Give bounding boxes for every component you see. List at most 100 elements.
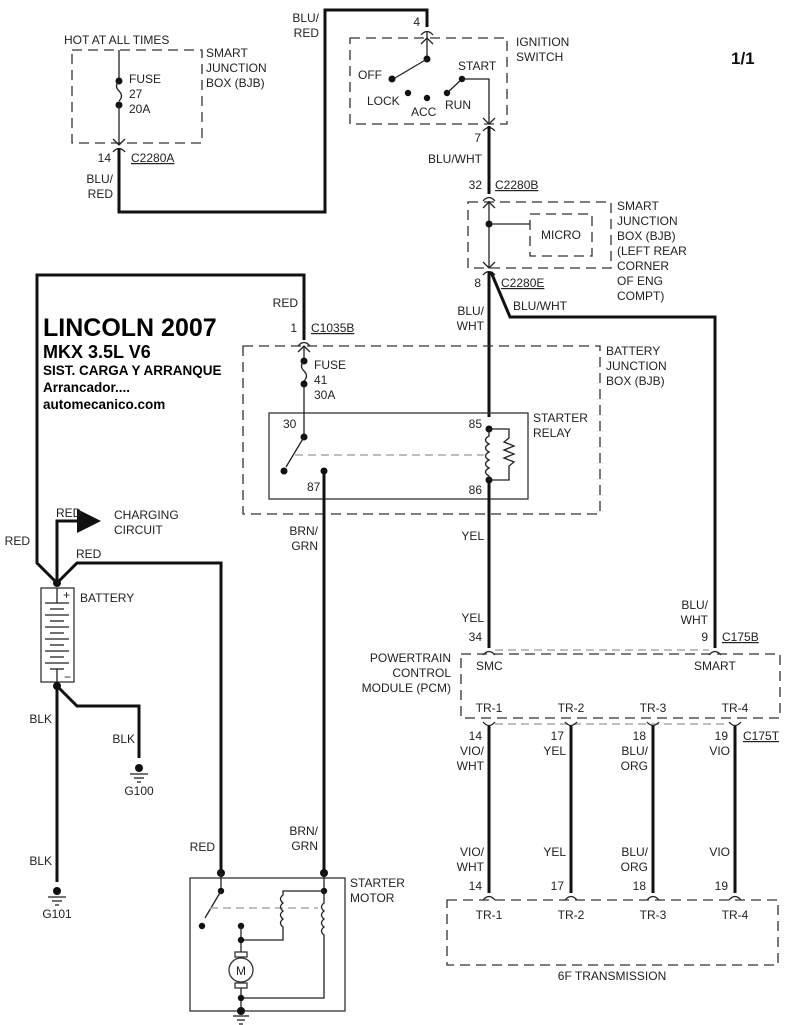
wire-red-to-bjb xyxy=(35,273,306,585)
fuse-27-label: FUSE xyxy=(129,72,161,86)
motor-symbol: M xyxy=(236,964,246,978)
smart-jb-micro-label-7: COMPT) xyxy=(617,289,664,303)
relay-contact-dot xyxy=(280,467,288,475)
wire-label-blu-wht: BLU/WHT xyxy=(428,152,483,166)
connector-c175t: C175T xyxy=(743,729,780,743)
connector-icon xyxy=(728,721,742,727)
acc-contact-dot xyxy=(423,94,431,102)
pcm-pin-tr2: TR-2 xyxy=(558,701,585,715)
wire-label-blk-g100: BLK xyxy=(112,732,135,746)
position-run: RUN xyxy=(445,98,471,112)
connector-icon xyxy=(564,721,578,727)
wire-label-brn-grn-3: BRN/ xyxy=(289,824,318,838)
fuse-41-icon xyxy=(300,360,308,382)
smart-jb-micro-label-1: SMART xyxy=(617,199,659,213)
pcm-bottom-pin-19: 19 xyxy=(715,729,729,743)
connector-arrow-icon xyxy=(112,138,126,146)
starter-ground-dot xyxy=(237,1007,245,1015)
smart-jb-micro-label-3: BOX (BJB) xyxy=(617,229,676,243)
wire-label-brn-grn-4: GRN xyxy=(291,839,318,853)
fuse-41-label: FUSE xyxy=(314,358,346,372)
connector-arrow-icon xyxy=(482,261,496,269)
wire-label-blu-org-3: BLU/ xyxy=(621,845,648,859)
hold-in-coil-icon xyxy=(241,890,324,941)
fuse-41-rating: 30A xyxy=(314,388,335,402)
connector-icon xyxy=(646,895,660,901)
smart-jb-pin-8: 8 xyxy=(474,276,481,290)
micro-label: MICRO xyxy=(541,228,581,242)
solenoid-switch-blade xyxy=(204,890,222,919)
connector-c2280b: C2280B xyxy=(495,178,538,192)
wire-label-brn-grn-2: GRN xyxy=(291,539,318,553)
charging-circuit-label-1: CHARGING xyxy=(114,508,179,522)
wire-label-vio-wht-3: VIO/ xyxy=(460,845,485,859)
connector-icon xyxy=(482,196,496,202)
pcm-pin-9: 9 xyxy=(701,630,708,644)
wire-label-blu-wht-branch: BLU/WHT xyxy=(513,299,568,313)
pcm-bottom-pin-17: 17 xyxy=(551,729,565,743)
smart-jb-micro-label-2: JUNCTION xyxy=(617,214,678,228)
connector-arrow-icon xyxy=(482,117,496,125)
wire-label-blu-red-top-2: RED xyxy=(294,26,320,40)
trans-pin-18: 18 xyxy=(633,879,647,893)
connector-arrow-icon xyxy=(482,201,496,209)
starter-relay-box xyxy=(268,412,529,500)
wire-label-yel-1: YEL xyxy=(461,529,484,543)
relay-resistor-icon xyxy=(489,428,516,481)
wire-label-red-starter: RED xyxy=(76,547,102,561)
trans-tr2: TR-2 xyxy=(558,908,585,922)
ignition-pin-7: 7 xyxy=(474,131,481,145)
wire-label-yel-tr2-b: YEL xyxy=(543,845,566,859)
wire-blu-red xyxy=(117,8,429,214)
starter-relay-label-2: RELAY xyxy=(533,426,571,440)
relay-coil-icon xyxy=(484,429,491,480)
battery: RED CHARGING CIRCUIT RED + − BATTERY xyxy=(40,506,223,873)
pcm-pin-34: 34 xyxy=(469,630,483,644)
relay-switch-blade xyxy=(285,436,305,468)
relay-pin-87: 87 xyxy=(307,480,321,494)
pull-in-coil-icon xyxy=(241,891,326,999)
wire-label-blu-red-2: RED xyxy=(88,187,114,201)
connector-icon xyxy=(482,721,496,727)
motor-terminal-dot xyxy=(237,936,245,944)
title-make-year: LINCOLN 2007 xyxy=(43,314,217,342)
pcm-pin-smc: SMC xyxy=(476,659,503,673)
page-indicator: 1/1 xyxy=(731,49,755,68)
ignition-label-1: IGNITION xyxy=(516,35,569,49)
wire-label-yel-tr2: YEL xyxy=(543,744,566,758)
trans-pin-19: 19 xyxy=(715,879,729,893)
ignition-label-2: SWITCH xyxy=(516,50,563,64)
charging-circuit-label-2: CIRCUIT xyxy=(114,523,163,537)
connector-icon xyxy=(482,270,496,276)
starter-motor: RED STARTER MOTOR M xyxy=(189,840,405,1025)
bjb-label-2: JUNCTION xyxy=(606,359,667,373)
connector-c2280a: C2280A xyxy=(131,151,174,165)
relay-pin-86: 86 xyxy=(469,483,483,497)
wire-label-red-starter-motor: RED xyxy=(190,840,216,854)
smart-jb-label-3: BOX (BJB) xyxy=(206,76,265,90)
battery-label: BATTERY xyxy=(80,591,134,605)
connector-c175b: C175B xyxy=(722,630,759,644)
wire-label-vio-b: VIO xyxy=(709,845,730,859)
pcm-pin-tr4: TR-4 xyxy=(722,701,749,715)
trans-tr3: TR-3 xyxy=(640,908,667,922)
off-contact-dot xyxy=(388,75,396,83)
battery-junction-box: 1 C1035B BATTERY JUNCTION BOX (BJB) FUSE… xyxy=(242,321,667,515)
wire-label-blu-wht-pcm-1: BLU/ xyxy=(681,598,708,612)
wire-blu-wht-to-pcm xyxy=(489,271,717,648)
ignition-switch-blade xyxy=(394,58,428,79)
pcm-label-3: MODULE (PCM) xyxy=(362,681,451,695)
wire-label-red-left: RED xyxy=(5,534,31,548)
connector-icon xyxy=(564,895,578,901)
relay-pin-85: 85 xyxy=(469,417,483,431)
wire-label-blu-org-4: ORG xyxy=(621,860,648,874)
wire-label-yel-2: YEL xyxy=(461,611,484,625)
ignition-switch: 4 IGNITION SWITCH OFF LOCK ACC RUN START… xyxy=(349,15,569,145)
title-system: SIST. CARGA Y ARRANQUE xyxy=(43,363,222,378)
wire-label-blk-2: BLK xyxy=(29,854,52,868)
ground-g101-icon xyxy=(48,896,66,906)
title-block: LINCOLN 2007 MKX 3.5L V6 SIST. CARGA Y A… xyxy=(43,314,222,412)
lock-contact-dot xyxy=(404,89,412,97)
wire-label-blu-red-top-1: BLU/ xyxy=(292,11,319,25)
